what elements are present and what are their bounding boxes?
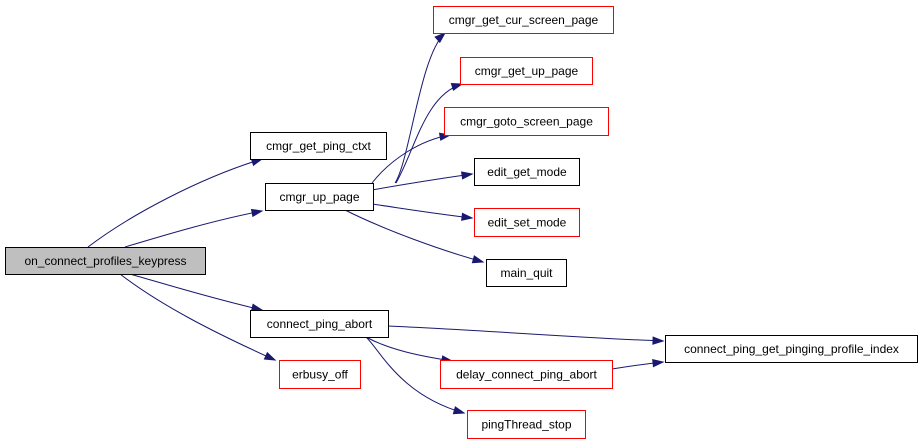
edge-line <box>371 203 473 219</box>
edge-cmgr_up_page-to-cmgr_get_up_page <box>395 82 464 184</box>
edge-cmgr_up_page-to-edit_set_mode <box>371 203 474 221</box>
node-box[interactable] <box>444 107 609 136</box>
edge-line <box>395 83 463 184</box>
nodes-layer: on_connect_profiles_keypress cmgr_get_pin… <box>5 6 918 439</box>
edge-line <box>119 273 276 361</box>
edge-arrowhead <box>250 208 264 218</box>
node-box[interactable] <box>467 410 586 439</box>
edge-line <box>129 273 263 311</box>
node-box[interactable] <box>5 247 206 275</box>
node-cmgr-goto-screen-page[interactable]: cmgr_goto_screen_page <box>444 107 609 136</box>
edge-root-to-erbusy_off <box>119 273 277 361</box>
edge-line <box>365 336 453 362</box>
edge-line <box>394 32 446 184</box>
edge-cmgr_up_page-to-cmgr_get_cur_screen_page <box>394 32 447 184</box>
node-cmgr-up-page[interactable]: cmgr_up_page <box>265 183 374 211</box>
edge-arrowhead <box>461 212 474 221</box>
node-label: cmgr_goto_screen_page <box>460 115 593 129</box>
edge-line <box>87 158 263 248</box>
node-label: connect_ping_abort <box>267 317 373 331</box>
node-cmgr-get-up-page[interactable]: cmgr_get_up_page <box>460 57 593 85</box>
node-label: cmgr_get_ping_ctxt <box>266 139 371 153</box>
node-box[interactable] <box>665 335 918 363</box>
node-label: edit_get_mode <box>487 165 567 179</box>
edge-arrowhead <box>652 358 665 368</box>
node-label: main_quit <box>500 266 553 280</box>
node-label: connect_ping_get_pinging_profile_index <box>684 342 899 356</box>
edge-line <box>344 209 484 263</box>
node-box[interactable] <box>433 6 614 34</box>
edge-delay_connect_ping_abort-to-connect_ping_get_pinging_profile_index <box>611 358 665 370</box>
edge-arrowhead <box>471 255 485 264</box>
node-box[interactable] <box>486 259 567 287</box>
node-box[interactable] <box>474 208 580 237</box>
node-label: on_connect_profiles_keypress <box>24 254 186 268</box>
node-label: delay_connect_ping_abort <box>456 368 597 382</box>
node-label: cmgr_get_up_page <box>475 64 579 78</box>
node-connect-ping-abort[interactable]: connect_ping_abort <box>250 310 389 338</box>
node-delay-connect-ping-abort[interactable]: delay_connect_ping_abort <box>440 360 613 389</box>
node-box[interactable] <box>250 132 387 160</box>
node-pingThread-stop[interactable]: pingThread_stop <box>467 410 586 439</box>
node-box[interactable] <box>440 360 613 389</box>
node-label: cmgr_up_page <box>279 190 359 204</box>
node-box[interactable] <box>250 310 389 338</box>
node-cmgr-get-cur-screen-page[interactable]: cmgr_get_cur_screen_page <box>433 6 614 34</box>
edge-arrowhead <box>652 336 665 345</box>
edge-root-to-cmgr_get_ping_ctxt <box>87 158 264 248</box>
edge-arrowhead <box>461 171 474 180</box>
edge-cmgr_up_page-to-main_quit <box>344 209 485 264</box>
edge-root-to-cmgr_up_page <box>124 208 264 248</box>
node-root[interactable]: on_connect_profiles_keypress <box>5 247 206 275</box>
edge-cmgr_up_page-to-edit_get_mode <box>371 171 474 191</box>
edge-line <box>365 336 465 414</box>
edge-arrowhead <box>434 32 447 44</box>
node-cmgr-get-ping-ctxt[interactable]: cmgr_get_ping_ctxt <box>250 132 387 160</box>
node-main-quit[interactable]: main_quit <box>486 259 567 287</box>
edge-connect_ping_abort-to-pingThread_stop <box>365 336 466 415</box>
edge-line <box>124 210 263 248</box>
node-edit-get-mode[interactable]: edit_get_mode <box>474 158 580 186</box>
edge-line <box>371 173 473 191</box>
edge-root-to-connect_ping_abort <box>129 273 264 312</box>
node-label: pingThread_stop <box>481 418 571 432</box>
node-connect-ping-get-pinging-profile-index[interactable]: connect_ping_get_pinging_profile_index <box>665 335 918 363</box>
edge-connect_ping_abort-to-delay_connect_ping_abort <box>365 336 454 364</box>
edge-arrowhead <box>450 82 464 92</box>
node-box[interactable] <box>279 360 361 389</box>
node-box[interactable] <box>474 158 580 186</box>
edge-line <box>387 325 664 342</box>
node-label: erbusy_off <box>292 368 348 382</box>
node-label: edit_set_mode <box>488 216 567 230</box>
node-erbusy-off[interactable]: erbusy_off <box>279 360 361 389</box>
node-label: cmgr_get_cur_screen_page <box>449 13 599 27</box>
node-edit-set-mode[interactable]: edit_set_mode <box>474 208 580 237</box>
node-box[interactable] <box>460 57 593 85</box>
edge-connect_ping_abort-to-connect_ping_get_pinging_profile_index <box>387 325 665 345</box>
edge-arrowhead <box>263 351 277 361</box>
node-box[interactable] <box>265 183 374 211</box>
edge-arrowhead <box>452 406 466 415</box>
